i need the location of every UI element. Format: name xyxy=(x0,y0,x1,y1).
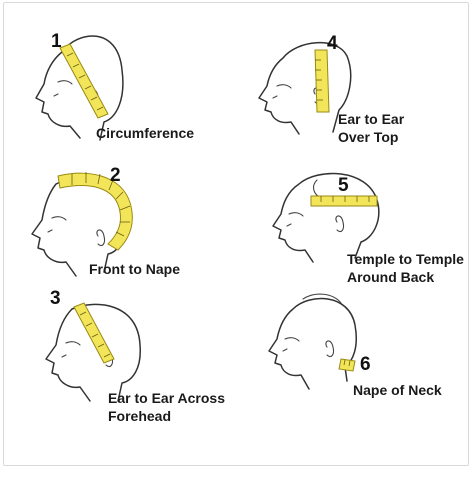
panel-front-to-nape: 2 Front to Nape xyxy=(0,160,237,290)
panel-ear-to-ear-forehead: 3 Ear to Ear Across Forehead xyxy=(0,285,237,435)
caption-nape-of-neck: Nape of Neck xyxy=(353,381,442,399)
caption-ear-to-ear-over-top: Ear to Ear Over Top xyxy=(338,110,404,146)
measurement-number-1: 1 xyxy=(51,31,62,52)
measuring-tape-1 xyxy=(59,43,109,119)
caption-line: Around Back xyxy=(347,269,435,285)
panel-circumference: 1 Circumference xyxy=(0,0,237,160)
measuring-tape-6 xyxy=(338,358,356,372)
caption-ear-to-ear-forehead: Ear to Ear Across Forehead xyxy=(108,389,225,425)
panel-temple-to-temple: 5 Temple to Temple Around Back xyxy=(237,160,474,285)
head-illustration-ear-to-ear-over-top xyxy=(258,42,352,135)
caption-line: Forehead xyxy=(108,408,172,424)
head-illustration-ear-to-ear-forehead xyxy=(45,302,141,402)
measuring-tape-5 xyxy=(310,195,378,207)
caption-line: Ear to Ear xyxy=(338,111,405,127)
head-illustration-circumference xyxy=(35,35,124,141)
measurement-number-6: 6 xyxy=(360,354,371,375)
measuring-tape-4 xyxy=(314,49,330,113)
measuring-tape-3 xyxy=(73,302,115,364)
measuring-tape-2 xyxy=(57,172,133,251)
caption-circumference: Circumference xyxy=(96,124,194,142)
caption-line: Front to Nape xyxy=(89,261,180,277)
caption-line: Over Top xyxy=(338,129,399,145)
panel-ear-to-ear-over-top: 4 Ear to Ear Over Top xyxy=(237,0,474,160)
caption-line: Ear to Ear Across xyxy=(108,390,225,406)
caption-line: Circumference xyxy=(96,125,195,141)
head-illustration-nape-of-neck xyxy=(268,293,357,390)
measurement-number-2: 2 xyxy=(110,165,121,186)
measurement-number-4: 4 xyxy=(327,33,338,54)
caption-line: Temple to Temple xyxy=(347,251,464,267)
caption-line: Nape of Neck xyxy=(353,382,442,398)
panel-nape-of-neck: 6 Nape of Neck xyxy=(237,285,474,435)
measurement-number-5: 5 xyxy=(338,175,349,196)
head-illustration-front-to-nape xyxy=(31,172,133,277)
measurement-number-3: 3 xyxy=(50,288,61,309)
head-illustration-temple-to-temple xyxy=(272,172,380,263)
caption-front-to-nape: Front to Nape xyxy=(89,260,180,278)
caption-temple-to-temple: Temple to Temple Around Back xyxy=(347,250,464,286)
